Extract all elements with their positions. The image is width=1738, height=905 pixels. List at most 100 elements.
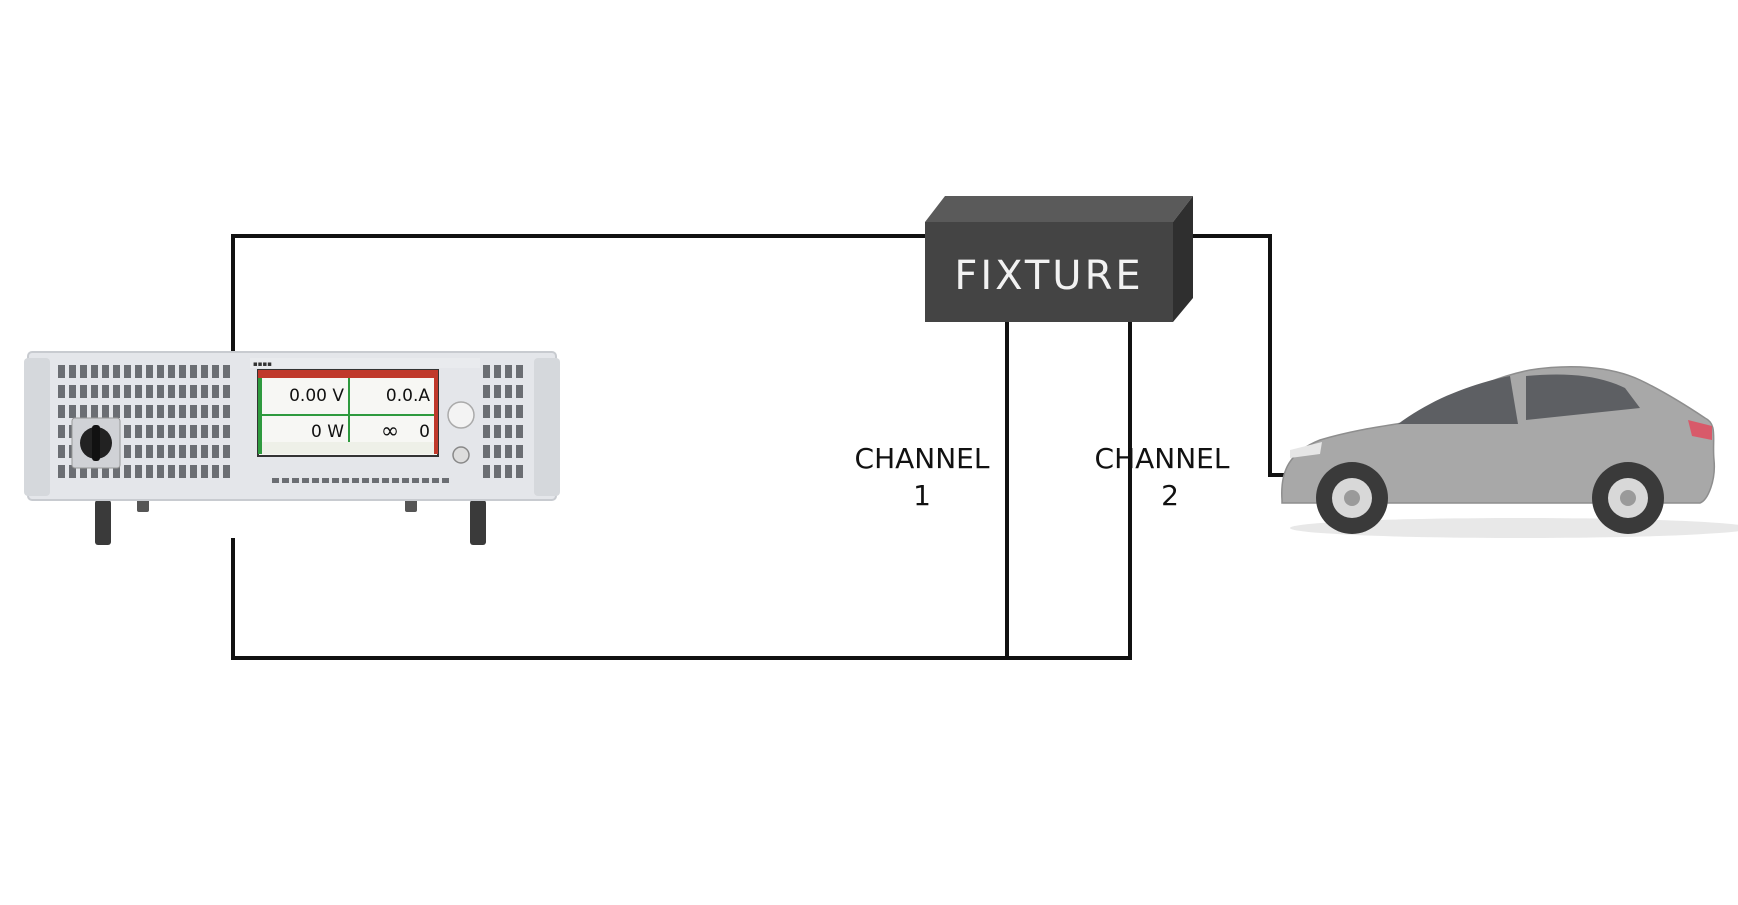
vent-slot [516, 365, 523, 378]
vent-slot [422, 478, 429, 483]
display-resistance: ∞ [381, 419, 399, 444]
vent-slot [483, 405, 490, 418]
car-wheel-rear [1592, 462, 1664, 534]
vent-slot [505, 445, 512, 458]
supply-handle-right [534, 358, 560, 496]
vent-slot [80, 385, 87, 398]
vent-slot [494, 465, 501, 478]
vent-slot [272, 478, 279, 483]
vent-slot [302, 478, 309, 483]
vent-slot [392, 478, 399, 483]
channel-1-label: CHANNEL 1 [855, 442, 990, 512]
vent-slot [157, 385, 164, 398]
vent-slot [80, 465, 87, 478]
vent-slot [157, 465, 164, 478]
knob-icon [447, 401, 475, 464]
vent-slot [91, 405, 98, 418]
vent-slot [212, 405, 219, 418]
vent-slot [212, 445, 219, 458]
vent-slot [505, 385, 512, 398]
vent-slot [382, 478, 389, 483]
vent-slot [124, 365, 131, 378]
vent-slot [113, 405, 120, 418]
vent-slot [223, 465, 230, 478]
car-rear-window [1526, 374, 1640, 420]
vent-slot [58, 465, 65, 478]
supply-foot-left [95, 500, 111, 545]
vent-slot [135, 365, 142, 378]
vent-slot [442, 478, 449, 483]
vent-slot [505, 365, 512, 378]
vent-slot [362, 478, 369, 483]
vent-slot [124, 425, 131, 438]
vent-slot [322, 478, 329, 483]
wires [231, 234, 1287, 660]
vent-slot [212, 365, 219, 378]
fixture-side-face [1173, 196, 1193, 322]
vent-slot [516, 465, 523, 478]
display-voltage: 0.00 V [289, 386, 344, 406]
vent-slot [402, 478, 409, 483]
car-headlight [1290, 442, 1322, 458]
vent-slot [292, 478, 299, 483]
channel-1-line1: CHANNEL [855, 442, 990, 475]
vent-slot [113, 365, 120, 378]
vent-slot [69, 365, 76, 378]
vent-slot [124, 385, 131, 398]
vent-slot [113, 385, 120, 398]
vent-slot [168, 365, 175, 378]
vent-slot [91, 365, 98, 378]
vent-slot [135, 425, 142, 438]
vent-slot [201, 465, 208, 478]
vent-slot [146, 445, 153, 458]
vent-slot [332, 478, 339, 483]
vent-slot [135, 445, 142, 458]
fixture-top-face [925, 196, 1193, 222]
vent-slot [168, 405, 175, 418]
vent-slot [179, 405, 186, 418]
vent-slot [412, 478, 419, 483]
vent-slot [102, 465, 109, 478]
vent-slot [179, 365, 186, 378]
vent-slot [168, 445, 175, 458]
vent-slot [505, 465, 512, 478]
fixture-front-face [925, 222, 1173, 322]
supply-vents-right [483, 365, 523, 478]
vent-slot [223, 405, 230, 418]
vent-slot [135, 465, 142, 478]
vent-slot [505, 425, 512, 438]
vent-slot [58, 425, 65, 438]
supply-display: 0.00 V 0.0.A 0 W ∞ 0 [257, 369, 439, 457]
wire-fixture-to-car [1188, 234, 1287, 477]
vent-slot [91, 385, 98, 398]
vent-slot [212, 425, 219, 438]
vent-slot [505, 405, 512, 418]
vent-slot [201, 365, 208, 378]
channel-2-label: CHANNEL 2 [1095, 442, 1230, 512]
vent-slot [69, 465, 76, 478]
vent-slot [494, 365, 501, 378]
wire-supply-to-fixture-top [231, 234, 930, 367]
vent-slot [146, 425, 153, 438]
vent-slot [372, 478, 379, 483]
vent-slot [201, 425, 208, 438]
car-taillight [1688, 420, 1712, 440]
vent-slot [124, 465, 131, 478]
vent-slot [146, 365, 153, 378]
vent-slot [352, 478, 359, 483]
vent-slot [146, 405, 153, 418]
supply-foot-right [470, 500, 486, 545]
fixture-label: FIXTURE [954, 253, 1143, 299]
vent-slot [282, 478, 289, 483]
vent-slot [157, 405, 164, 418]
channel-2-line1: CHANNEL [1095, 442, 1230, 475]
vent-slot [157, 365, 164, 378]
vent-slot [201, 385, 208, 398]
vent-slot [223, 425, 230, 438]
vent-slot [223, 365, 230, 378]
vent-slot [516, 425, 523, 438]
vent-slot [157, 425, 164, 438]
vent-slot [494, 405, 501, 418]
vent-slot [190, 385, 197, 398]
